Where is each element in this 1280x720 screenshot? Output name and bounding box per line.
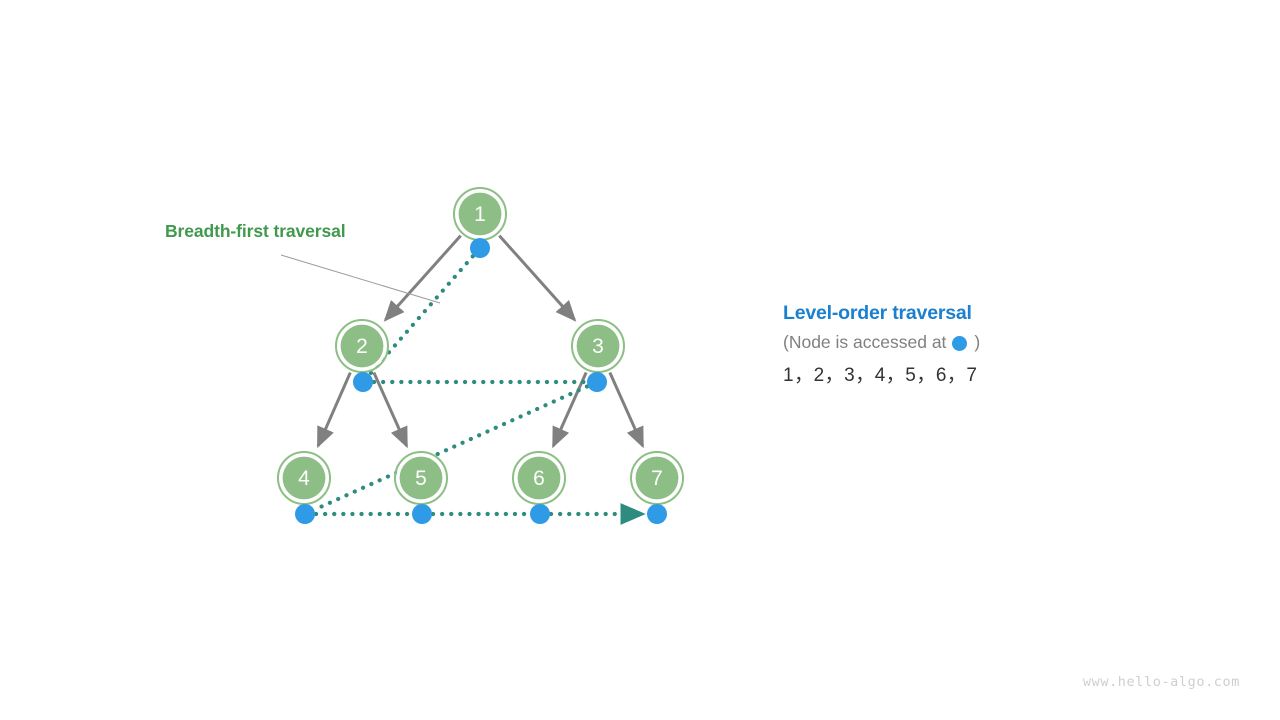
legend-subtitle: (Node is accessed at ) (783, 332, 1163, 353)
tree-edge (383, 234, 462, 322)
visit-markers (295, 238, 667, 524)
node-outer-ring (571, 319, 625, 373)
tree-edge (608, 371, 645, 449)
visit-marker-icon (952, 335, 968, 351)
node-ring-gap (455, 189, 505, 239)
node-value-label: 5 (415, 467, 427, 490)
node-ring-gap (396, 453, 446, 503)
node-value-label: 2 (356, 335, 368, 358)
legend-subtitle-before: (Node is accessed at (783, 332, 947, 353)
node-circle (635, 456, 679, 500)
leader-line (280, 254, 441, 304)
node-value-label: 6 (533, 467, 545, 490)
legend-panel: Level-order traversal (Node is accessed … (783, 302, 1163, 387)
visit-marker-dot-1 (470, 238, 490, 258)
visit-marker-dot-2 (353, 372, 373, 392)
traversal-path-segment (368, 254, 475, 376)
visit-marker-dot-6 (530, 504, 550, 524)
node-circle (458, 192, 502, 236)
node-value-label: 1 (474, 203, 486, 226)
caption-leader-line (280, 254, 441, 304)
node-circle (517, 456, 561, 500)
node-ring-gap (279, 453, 329, 503)
node-ring-gap (632, 453, 682, 503)
node-value-label: 4 (298, 467, 310, 490)
node-outer-ring (512, 451, 566, 505)
node-ring-gap (337, 321, 387, 371)
tree-node-2: 2 (335, 319, 389, 373)
traversal-sequence: 1，2，3，4，5，6，7 (783, 364, 978, 386)
tree-nodes: 1 2 3 4 5 6 7 (277, 187, 684, 505)
visit-marker-dot-4 (295, 504, 315, 524)
traversal-path (312, 254, 646, 525)
node-outer-ring (277, 451, 331, 505)
tree-edge (498, 234, 577, 322)
tree-node-5: 5 (394, 451, 448, 505)
tree-node-3: 3 (571, 319, 625, 373)
visit-marker-dot-3 (587, 372, 607, 392)
tree-edge (551, 371, 588, 449)
visit-marker-dot-5 (412, 504, 432, 524)
node-outer-ring (394, 451, 448, 505)
visit-marker-dot-7 (647, 504, 667, 524)
node-circle (399, 456, 443, 500)
node-circle (340, 324, 384, 368)
node-outer-ring (335, 319, 389, 373)
tree-node-4: 4 (277, 451, 331, 505)
tree-edges (316, 234, 645, 449)
node-circle (282, 456, 326, 500)
node-ring-gap (573, 321, 623, 371)
tree-edge (372, 371, 409, 449)
node-circle (576, 324, 620, 368)
node-ring-gap (514, 453, 564, 503)
tree-node-6: 6 (512, 451, 566, 505)
tree-node-7: 7 (630, 451, 684, 505)
node-value-label: 7 (651, 467, 663, 490)
legend-title: Level-order traversal (783, 302, 972, 324)
site-watermark: www.hello-algo.com (1082, 674, 1240, 690)
tree-node-1: 1 (453, 187, 507, 241)
legend-subtitle-after: ) (974, 332, 981, 353)
tree-edge (316, 371, 352, 449)
node-value-label: 3 (592, 335, 604, 358)
breadth-first-traversal-caption: Breadth-first traversal (165, 221, 346, 241)
